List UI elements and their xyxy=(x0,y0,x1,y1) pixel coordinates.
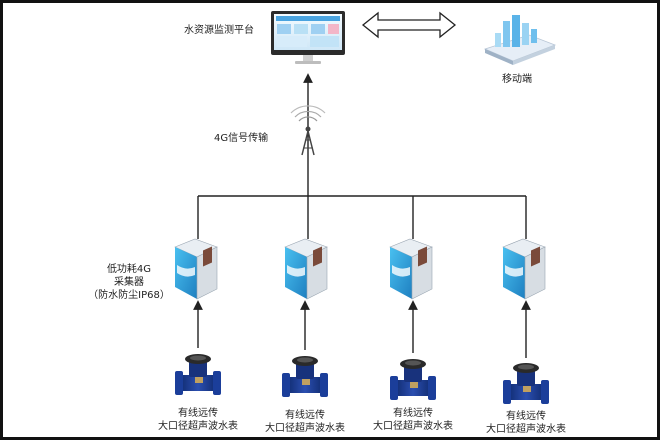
collector-drops xyxy=(197,196,527,239)
meter-label-line-2: 大口径超声波水表 xyxy=(158,421,238,432)
water-meter-icon xyxy=(503,363,549,404)
meter-label: 有线远传 大口径超声波水表 xyxy=(363,407,463,433)
network-label: 4G信号传输 xyxy=(214,133,269,144)
collector-icon xyxy=(174,238,218,300)
collector-icon xyxy=(284,238,328,300)
meter-label: 有线远传 大口径超声波水表 xyxy=(255,409,355,435)
meter-label: 有线远传 大口径超声波水表 xyxy=(148,407,248,433)
platform-label: 水资源监测平台 xyxy=(184,25,254,36)
collector-icon xyxy=(389,238,433,300)
water-meter-icon xyxy=(175,354,221,395)
collector-label: 低功耗4G 采集器 （防水防尘IP68） xyxy=(79,263,179,302)
mobile-label: 移动端 xyxy=(502,74,532,85)
meter-label-line-2: 大口径超声波水表 xyxy=(486,424,566,435)
collector-label-line-3: （防水防尘IP68） xyxy=(88,290,170,301)
antenna-tower-icon xyxy=(290,105,326,156)
collector-icon xyxy=(502,238,546,300)
monitor-icon xyxy=(271,11,345,64)
collector-label-line-2: 采集器 xyxy=(114,277,144,288)
meter-label: 有线远传 大口径超声波水表 xyxy=(476,410,576,436)
bidirectional-arrow xyxy=(361,11,457,39)
water-meter-icon xyxy=(390,359,436,400)
meter-label-line-1: 有线远传 xyxy=(285,410,325,421)
diagram-graphics xyxy=(174,11,557,404)
meter-label-line-1: 有线远传 xyxy=(393,408,433,419)
meter-label-line-1: 有线远传 xyxy=(506,411,546,422)
mobile-terminal-icon xyxy=(483,15,557,65)
meter-label-line-2: 大口径超声波水表 xyxy=(373,421,453,432)
meter-uplinks xyxy=(193,300,531,358)
collector-label-line-1: 低功耗4G xyxy=(106,264,152,275)
meter-label-line-1: 有线远传 xyxy=(178,408,218,419)
meter-label-line-2: 大口径超声波水表 xyxy=(265,423,345,434)
water-meter-icon xyxy=(282,356,328,397)
